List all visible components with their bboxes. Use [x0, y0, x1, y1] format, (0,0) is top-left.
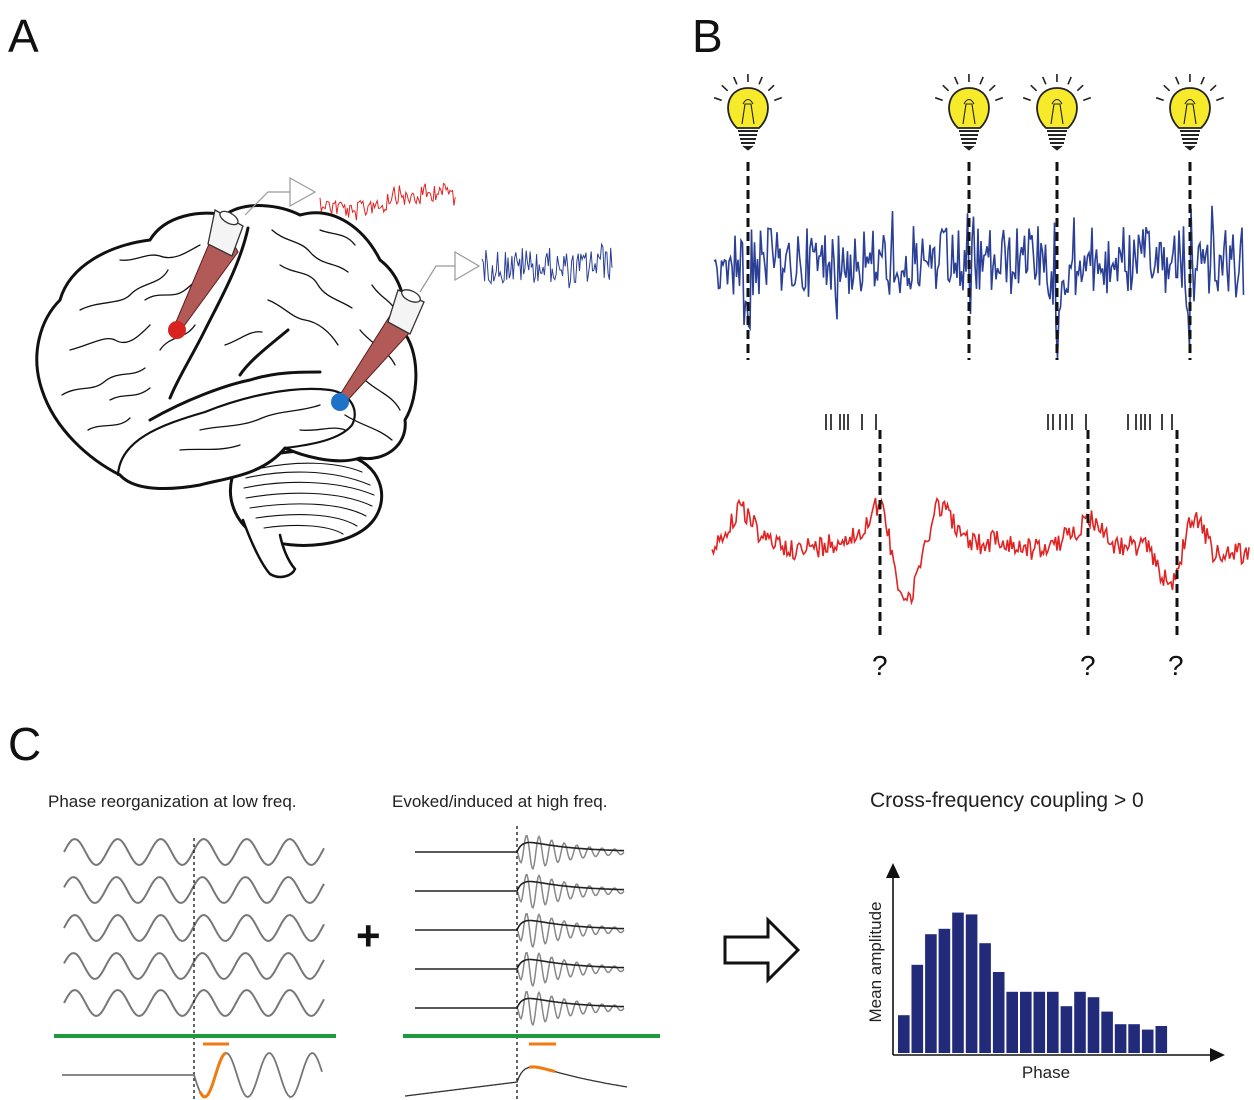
cfc-bar-2 [911, 964, 924, 1053]
low-trial-2 [63, 875, 325, 905]
low-trial-3 [63, 913, 325, 943]
light-bulb-icon [713, 73, 783, 151]
amplifier-wires [244, 176, 481, 293]
high-average-trace [404, 1066, 628, 1097]
cfc-bar-chart: Phase Mean amplitude [866, 863, 1225, 1082]
arrow-right-icon [723, 916, 801, 984]
high-trial-envelope-2 [415, 880, 625, 892]
x-axis-arrowhead [1210, 1048, 1225, 1062]
high-trial-oscillation-3 [516, 912, 625, 949]
stimulus-markers [746, 162, 1192, 360]
caption-cfc: Cross-frequency coupling > 0 [870, 789, 1144, 812]
spike-burst-markers [878, 430, 1179, 636]
cfc-bar-1 [898, 1015, 910, 1053]
high-trial-envelope-4 [415, 958, 625, 970]
red-electrode-tip [168, 321, 186, 339]
plus-sign: + [356, 912, 381, 959]
cfc-bar-11 [1033, 991, 1046, 1053]
cfc-bar-3 [925, 934, 937, 1053]
light-bulb-icons [713, 73, 1225, 151]
cfc-bar-6 [965, 914, 978, 1053]
y-axis-label: Mean amplitude [866, 902, 885, 1023]
low-average-highlight [198, 1051, 227, 1099]
cfc-bar-14 [1074, 991, 1086, 1053]
cfc-bar-16 [1101, 1011, 1113, 1053]
cfc-bar-13 [1060, 1006, 1073, 1053]
cfc-bar-20 [1155, 1026, 1168, 1053]
question-mark-3: ? [1168, 650, 1184, 681]
light-bulb-icon [934, 73, 1004, 151]
cfc-bar-5 [952, 912, 964, 1053]
high-trial-oscillation-2 [516, 873, 625, 910]
y-axis-arrowhead [886, 863, 900, 878]
cfc-bar-18 [1128, 1024, 1140, 1053]
cfc-bar-10 [1020, 991, 1032, 1053]
cfc-bar-7 [979, 943, 991, 1053]
x-axis-label: Phase [1022, 1063, 1070, 1082]
red-lfp-trace-small [319, 182, 456, 221]
question-mark-1: ? [872, 650, 888, 681]
cfc-bar-17 [1114, 1024, 1127, 1053]
blue-lfp-trace-small [481, 242, 613, 289]
caption-low-freq: Phase reorganization at low freq. [48, 792, 297, 811]
high-trial-oscillation-5 [516, 990, 625, 1027]
high-trial-envelope-5 [415, 997, 625, 1009]
high-trial-envelope-1 [415, 841, 625, 853]
caption-high-freq: Evoked/induced at high freq. [392, 792, 607, 811]
electrode-red [175, 208, 244, 327]
low-frequency-trials [63, 837, 325, 1018]
question-mark-2: ? [1080, 650, 1096, 681]
panel-a-letter: A [8, 10, 39, 62]
spike-raster [825, 414, 1173, 430]
low-average-trace [62, 1052, 323, 1098]
blue-lfp-trace [713, 205, 1245, 359]
high-frequency-trials [415, 834, 625, 1027]
high-trial-envelope-3 [415, 919, 625, 931]
panel-c-letter: C [8, 718, 41, 770]
cfc-bar-15 [1087, 997, 1100, 1053]
cfc-bar-9 [1006, 991, 1018, 1053]
cfc-bar-8 [992, 972, 1005, 1053]
high-trial-oscillation-4 [516, 951, 625, 988]
light-bulb-icon [1022, 73, 1092, 151]
low-trial-4 [63, 951, 325, 981]
blue-electrode-tip [331, 393, 349, 411]
light-bulb-icon [1155, 73, 1225, 151]
cfc-bar-4 [938, 928, 951, 1053]
cfc-bar-12 [1047, 991, 1059, 1053]
panel-b-letter: B [692, 10, 723, 62]
high-trial-oscillation-1 [516, 834, 625, 871]
red-lfp-trace [711, 496, 1250, 606]
high-average-highlight [528, 1065, 556, 1074]
cfc-bar-19 [1141, 1029, 1154, 1053]
